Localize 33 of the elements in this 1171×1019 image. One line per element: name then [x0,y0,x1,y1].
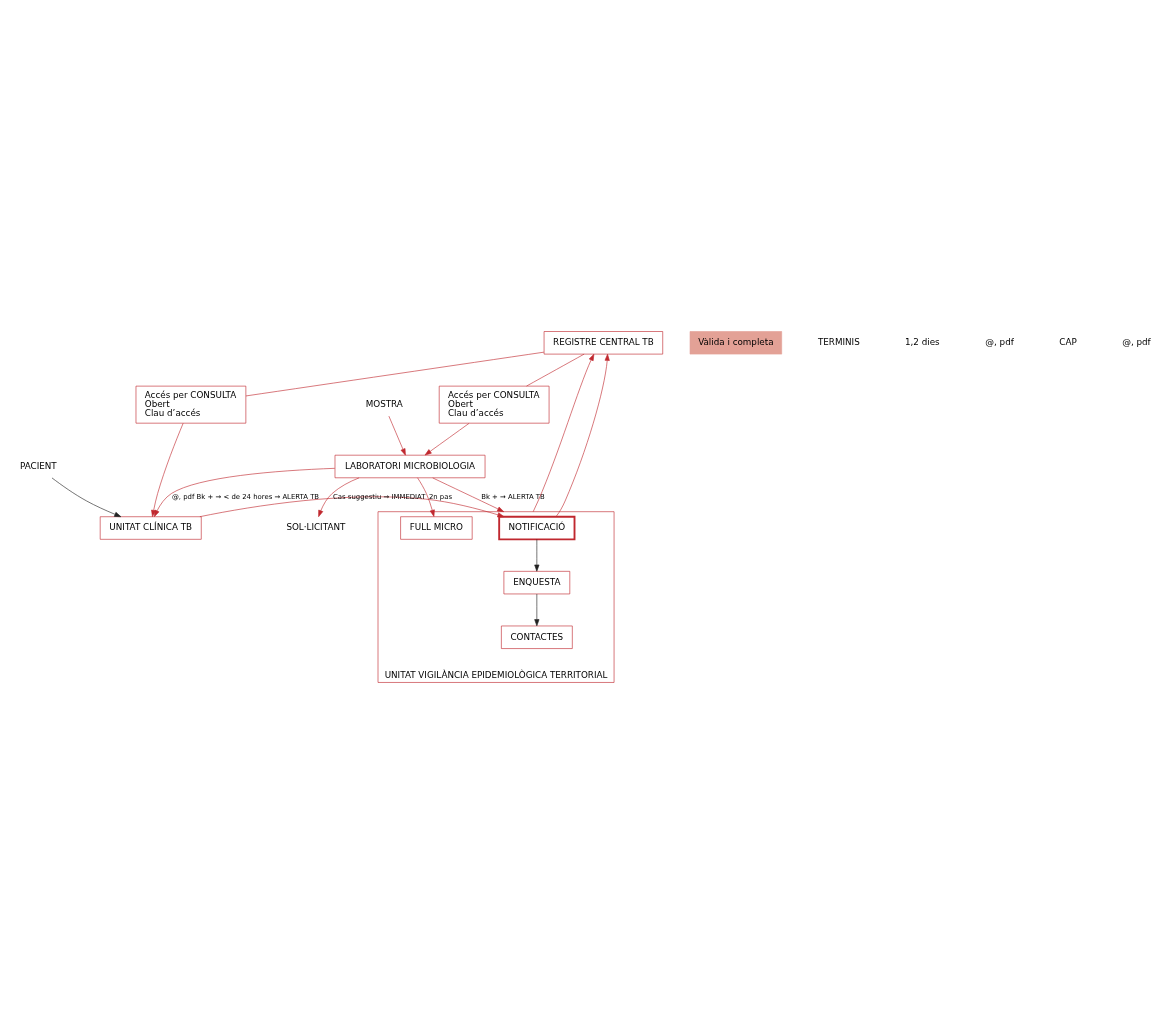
arrow [151,422,184,517]
arrow [532,353,595,512]
arrow [432,477,505,512]
arrow [199,496,505,518]
arrow [417,477,435,517]
node-text: PACIENT [19,460,57,471]
node-text: SOL·LICITANT [286,522,346,533]
arrow [555,353,610,517]
label: TERMINIS [817,337,860,348]
arrow [388,415,406,456]
node-box: UNITAT CLÍNICA TB [99,516,202,540]
label: @, pdf [985,337,1014,348]
node-text: MOSTRA [365,398,403,409]
arrow [51,477,122,518]
label: @, pdf [1122,337,1151,348]
arrow [318,477,360,518]
node-box: Accés per CONSULTA Obert Clau d’accés [438,385,550,424]
node-box: FULL MICRO [400,516,473,540]
arrow [534,539,540,572]
node-box: CONTACTES [501,625,573,649]
arrow [424,422,470,456]
node-box: Accés per CONSULTA Obert Clau d’accés [135,385,247,424]
connector [245,351,545,397]
node-box: LABORATORI MICROBIOLOGIA [334,454,486,479]
arrow [154,468,336,517]
label: CAP [1059,337,1077,348]
node-box: ENQUESTA [503,571,571,595]
connector [526,353,585,387]
label: 1,2 dies [904,337,940,348]
node-box: REGISTRE CENTRAL TB [543,331,664,355]
node-box: NOTIFICACIÓ [498,515,576,541]
arrow [534,593,540,627]
node-box: Vàlida i completa [689,331,782,355]
